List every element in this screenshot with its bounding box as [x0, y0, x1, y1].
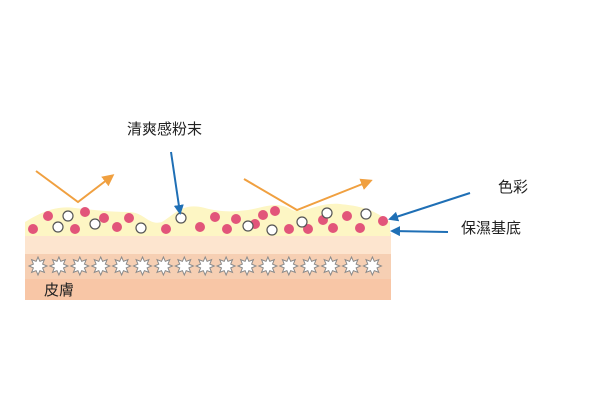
skin-star-icon [132, 255, 153, 277]
powder-pointer-arrow [170, 151, 184, 215]
moisturizing-base-label: 保濕基底 [461, 219, 522, 237]
pigment-particle [303, 224, 313, 234]
powder-particle [62, 210, 74, 222]
powder-particle [296, 216, 308, 228]
color-pointer-arrow [388, 192, 471, 222]
skin-star-icon [69, 255, 91, 277]
pigment-particle [258, 210, 268, 220]
pigment-particle [161, 224, 171, 234]
skin-label: 皮膚 [44, 281, 75, 299]
pigment-particle [80, 207, 90, 217]
skin-star-icon [174, 255, 195, 277]
skin-star-icon [153, 255, 174, 277]
particles [28, 206, 388, 236]
pigment-particle [124, 213, 134, 223]
powder-particle [89, 218, 101, 230]
pigment-particle [231, 214, 241, 224]
skin-texture-stars [27, 255, 383, 277]
reflection-arrow-left [35, 170, 115, 204]
base-pointer-arrow [390, 226, 449, 237]
pigment-particle [210, 212, 220, 222]
skin-star-icon [27, 255, 49, 277]
powder-particle [321, 207, 333, 219]
powder-particle [135, 222, 147, 234]
skin-star-icon [362, 255, 383, 277]
pigment-particle [70, 224, 80, 234]
pigment-particle [378, 216, 388, 226]
skin-star-icon [320, 255, 341, 277]
pigment-particle [99, 213, 109, 223]
powder-particle [360, 208, 372, 220]
pigment-particle [43, 211, 53, 221]
pigment-particle [112, 222, 122, 232]
color-label: 色彩 [498, 178, 529, 196]
skin-star-icon [341, 255, 362, 277]
powder-particle [52, 221, 64, 233]
powder-label: 清爽感粉末 [127, 120, 203, 138]
reflection-arrow-right [243, 178, 373, 212]
skin-star-icon [299, 255, 320, 277]
light-reflection-arrows [35, 170, 373, 212]
skin-star-icon [278, 255, 300, 277]
skin-star-icon [111, 255, 132, 277]
skin-star-icon [215, 255, 237, 277]
pigment-particle [195, 222, 205, 232]
skin-star-icon [48, 255, 70, 277]
pigment-particle [270, 206, 280, 216]
skin-star-icon [194, 255, 216, 277]
skin-star-icon [90, 255, 111, 277]
pigment-particle [284, 224, 294, 234]
skin-star-icon [257, 255, 279, 277]
powder-particle [175, 212, 187, 224]
pigment-particle [328, 223, 338, 233]
pointer-arrows [170, 151, 471, 237]
pigment-particle [355, 223, 365, 233]
moisturizing-base-layer [25, 233, 391, 254]
pigment-particle [222, 224, 232, 234]
skin-star-icon [236, 255, 258, 277]
powder-particle [266, 224, 278, 236]
powder-particle [242, 220, 254, 232]
skin-layer [25, 278, 391, 300]
pigment-particle [28, 224, 38, 234]
pigment-particle [342, 211, 352, 221]
